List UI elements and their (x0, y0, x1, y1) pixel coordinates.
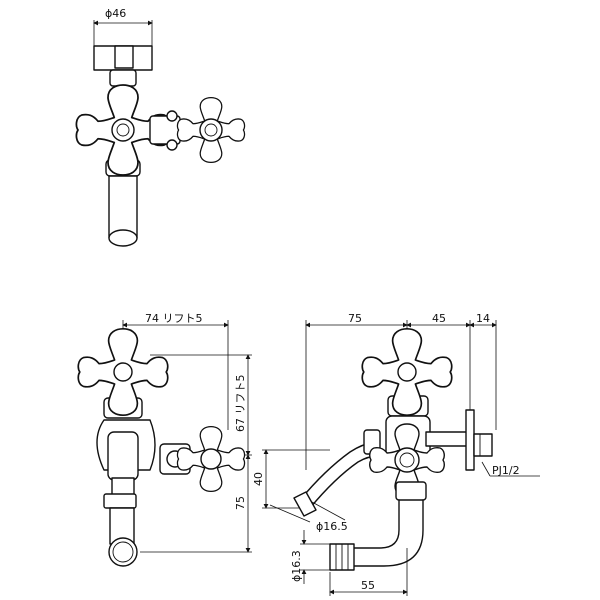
dim-front-height-lower: 75 (234, 496, 247, 510)
dim-front-height-upper: 67 リフト5 (234, 375, 247, 433)
dim-front-width: 74 リフト5 (145, 312, 203, 325)
dim-side-height-40: 40 (252, 472, 265, 486)
dim-diameter-46: ϕ46 (105, 7, 126, 20)
side-view: 75 45 14 40 ϕ16.5 PJ1/2 (252, 312, 540, 596)
dim-side-width-14: 14 (476, 312, 490, 325)
dim-pipe-diameter: ϕ16.5 (316, 520, 348, 533)
dim-side-width-75: 75 (348, 312, 362, 325)
thread-label: PJ1/2 (492, 464, 520, 477)
dim-side-width-45: 45 (432, 312, 446, 325)
dim-outlet-length: 55 (361, 579, 375, 592)
top-view: ϕ46 (75, 7, 246, 247)
dim-outlet-diameter: ϕ16.3 (290, 550, 303, 582)
front-view: 74 リフト5 67 リフト5 75 (77, 312, 252, 567)
